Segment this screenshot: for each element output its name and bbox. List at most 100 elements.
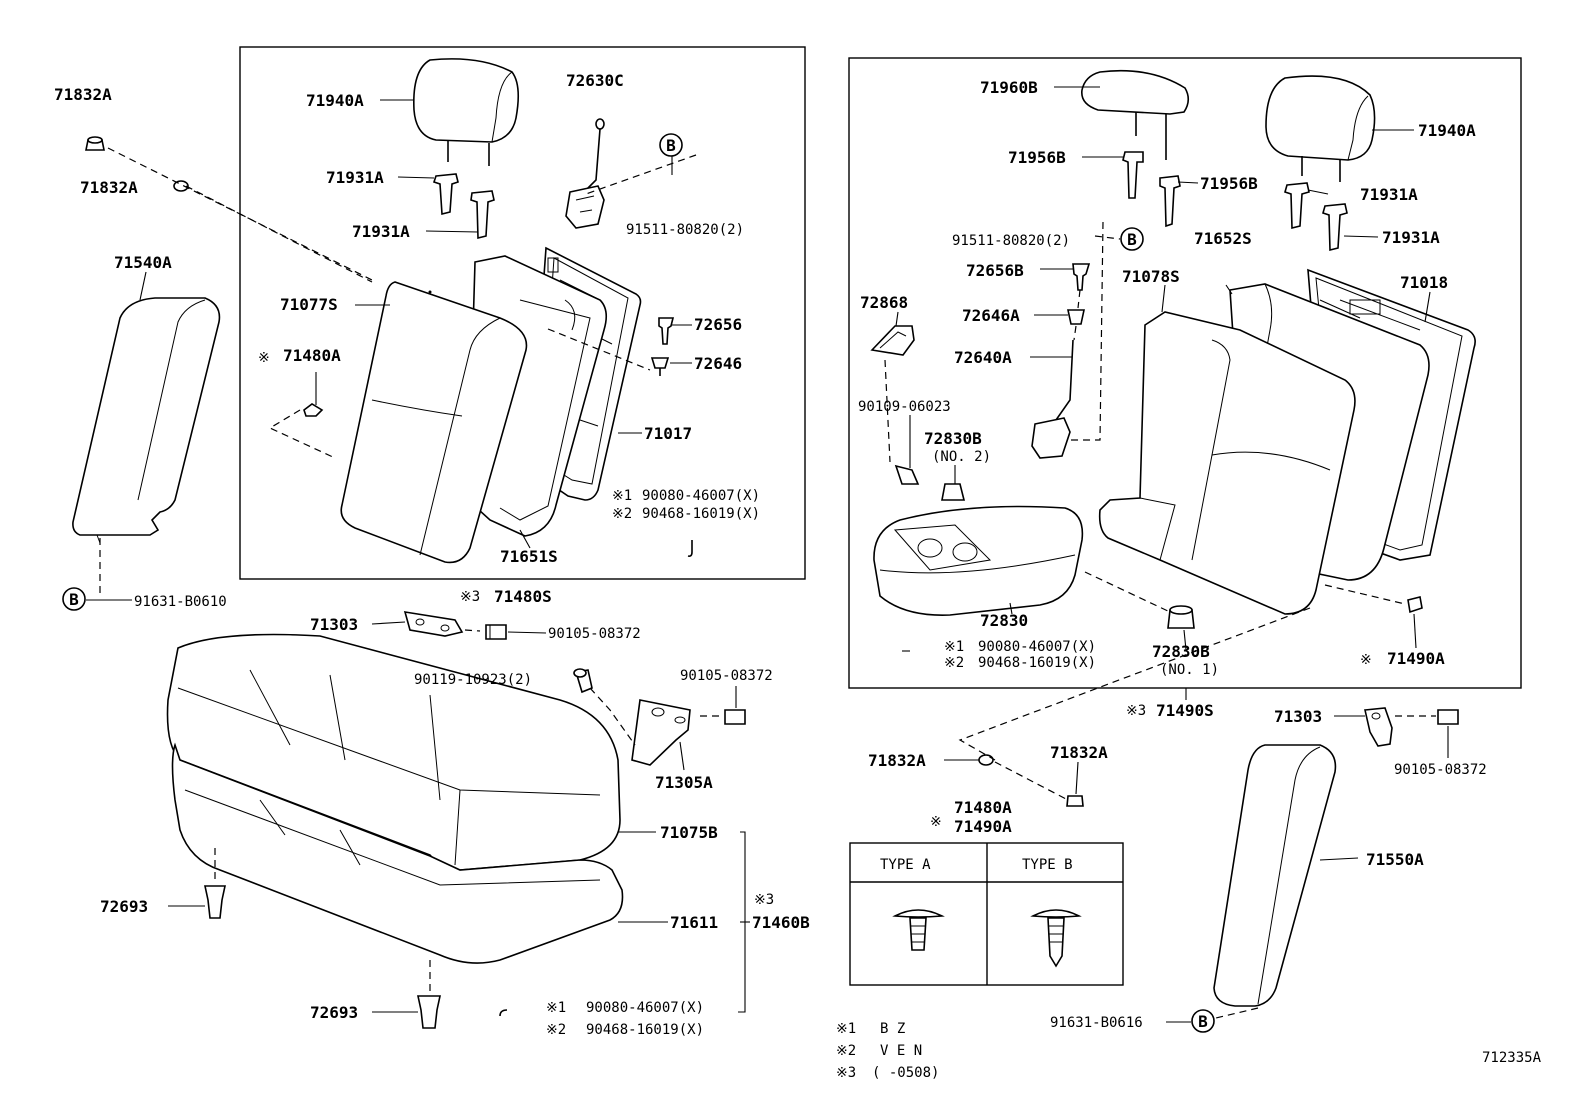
label-71832a-4: 71832A — [1050, 743, 1108, 762]
nut-72646a — [1067, 309, 1085, 325]
note2-right: ※2 — [944, 655, 964, 671]
legend-note3: ※3 — [836, 1065, 856, 1081]
callout-b-3: B — [1120, 227, 1144, 251]
label-71550a: 71550A — [1366, 850, 1424, 869]
bolt-90105-a — [485, 624, 507, 640]
label-71832a-2: 71832A — [80, 178, 138, 197]
headrest-71960b — [1081, 69, 1190, 160]
label-90109: 90109-06023 — [858, 399, 951, 415]
label-90080-left: 90080-46007(X) — [642, 488, 760, 504]
bolt-90105-c — [1437, 709, 1459, 725]
note1-right: ※1 — [944, 639, 964, 655]
trim-72868 — [870, 325, 915, 356]
label-71077s: 71077S — [280, 295, 338, 314]
note2-bottom: ※2 — [546, 1022, 566, 1038]
clip-71832a-4 — [1066, 795, 1084, 807]
label-71075b: 71075B — [660, 823, 718, 842]
left-seatback-group-frame — [239, 46, 806, 580]
label-71652s: 71652S — [1194, 229, 1252, 248]
right-seatback-group-frame — [848, 57, 1522, 689]
nut-72646 — [650, 357, 670, 376]
label-71480s: 71480S — [494, 587, 552, 606]
label-91511-right: 91511-80820(2) — [952, 233, 1070, 249]
guide-71931a-l1 — [432, 173, 459, 216]
guide-71931a-r1 — [1284, 182, 1310, 230]
side-pad-71550a — [1213, 744, 1337, 1007]
note1-bottom: ※1 — [546, 1000, 566, 1016]
clip-71832a-2 — [173, 180, 189, 192]
label-90080-right: 90080-46007(X) — [978, 639, 1096, 655]
legend-note2-text: V E N — [880, 1043, 922, 1059]
label-91631-b0610: 91631-B0610 — [134, 594, 227, 610]
screw-71490a — [1407, 596, 1423, 614]
label-72693-2: 72693 — [310, 1003, 358, 1022]
svg-text:B: B — [1127, 230, 1137, 249]
clip-type-table — [849, 842, 1124, 986]
type-a-header: TYPE A — [880, 857, 931, 873]
label-72640a: 72640A — [954, 348, 1012, 367]
side-pad-71540a — [72, 297, 221, 536]
svg-text:B: B — [69, 590, 79, 609]
hinge-71305a — [631, 699, 691, 766]
guide-71956b-1 — [1122, 151, 1144, 199]
bracket-71303-left — [403, 611, 464, 637]
bolt-72656 — [658, 317, 675, 345]
mark-table: ※ — [930, 814, 942, 830]
guide-71931a-r2 — [1322, 203, 1348, 252]
label-71960b: 71960B — [980, 78, 1038, 97]
label-72630c: 72630C — [566, 71, 624, 90]
label-72693-1: 72693 — [100, 897, 148, 916]
label-72646a: 72646A — [962, 306, 1020, 325]
note1-left: ※1 — [612, 488, 632, 504]
label-72830b-no2: 72830B — [924, 429, 982, 448]
mark-71480a: ※ — [258, 350, 270, 366]
bumper-72830b-no2 — [941, 483, 966, 501]
seat-cushion-pad-71611 — [171, 742, 624, 964]
label-71940a-right: 71940A — [1418, 121, 1476, 140]
label-no2: (NO. 2) — [932, 449, 991, 465]
label-71931a-l2: 71931A — [352, 222, 410, 241]
label-71931a-r1: 71931A — [1360, 185, 1418, 204]
buckle-72640a — [1031, 339, 1074, 459]
note3-71490s: ※3 — [1126, 703, 1146, 719]
note2-left: ※2 — [612, 506, 632, 522]
label-72830b-no1: 72830B — [1152, 642, 1210, 661]
bracket-71303-right — [1364, 707, 1393, 747]
guide-71931a-l2 — [470, 190, 495, 240]
seatback-cover-71077s — [340, 281, 528, 564]
type-b-header: TYPE B — [1022, 857, 1073, 873]
label-71018: 71018 — [1400, 273, 1448, 292]
label-72656: 72656 — [694, 315, 742, 334]
svg-text:B: B — [1198, 1012, 1208, 1031]
label-71480a-table: 71480A — [954, 798, 1012, 817]
label-71305a: 71305A — [655, 773, 713, 792]
callout-b-4: B — [1191, 1009, 1215, 1033]
label-71490a: 71490A — [1387, 649, 1445, 668]
label-71480a: 71480A — [283, 346, 341, 365]
label-71540a: 71540A — [114, 253, 172, 272]
headrest-71940a-left — [413, 58, 520, 166]
label-71651s: 71651S — [500, 547, 558, 566]
diagram-id: 712335A — [1482, 1050, 1542, 1066]
label-71956b-1: 71956B — [1008, 148, 1066, 167]
clip-71832a-3 — [978, 754, 994, 766]
label-71078s: 71078S — [1122, 267, 1180, 286]
screw-note-left — [687, 540, 693, 557]
label-71303-right: 71303 — [1274, 707, 1322, 726]
bolt-90105-b — [724, 709, 746, 725]
clip-71480a — [303, 403, 324, 417]
armrest-72830 — [873, 505, 1084, 616]
label-90468-left: 90468-16019(X) — [642, 506, 760, 522]
bumper-72830b-no1 — [1167, 605, 1195, 629]
label-71460b: 71460B — [752, 913, 810, 932]
legend-note1-text: B Z — [880, 1021, 905, 1037]
legend-note3-text: ( -0508) — [872, 1065, 939, 1081]
mark-71490a: ※ — [1360, 652, 1372, 668]
bolt-72656b — [1072, 263, 1091, 291]
callout-b-1: B — [659, 133, 683, 157]
legend-note2: ※2 — [836, 1043, 856, 1059]
label-90468-bottom: 90468-16019(X) — [586, 1022, 704, 1038]
clip-71832a-top — [85, 136, 105, 151]
label-71611: 71611 — [670, 913, 718, 932]
